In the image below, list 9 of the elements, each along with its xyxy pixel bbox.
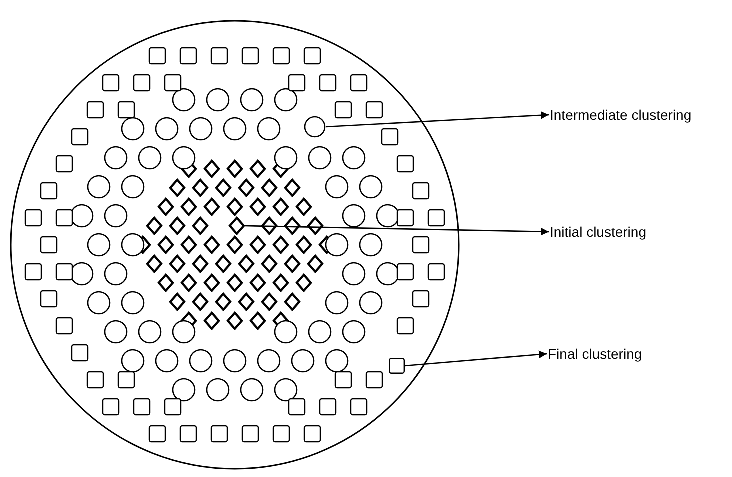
diamond-particle (229, 217, 245, 235)
leader-line (244, 225, 550, 236)
callout-label: Intermediate clustering (550, 106, 692, 124)
callout-label: Final clustering (548, 345, 642, 363)
square-particle (389, 358, 405, 374)
leader-line (326, 111, 550, 128)
circle-particle (304, 116, 326, 138)
leader-line (404, 350, 548, 367)
callout-label: Initial clustering (550, 223, 646, 241)
